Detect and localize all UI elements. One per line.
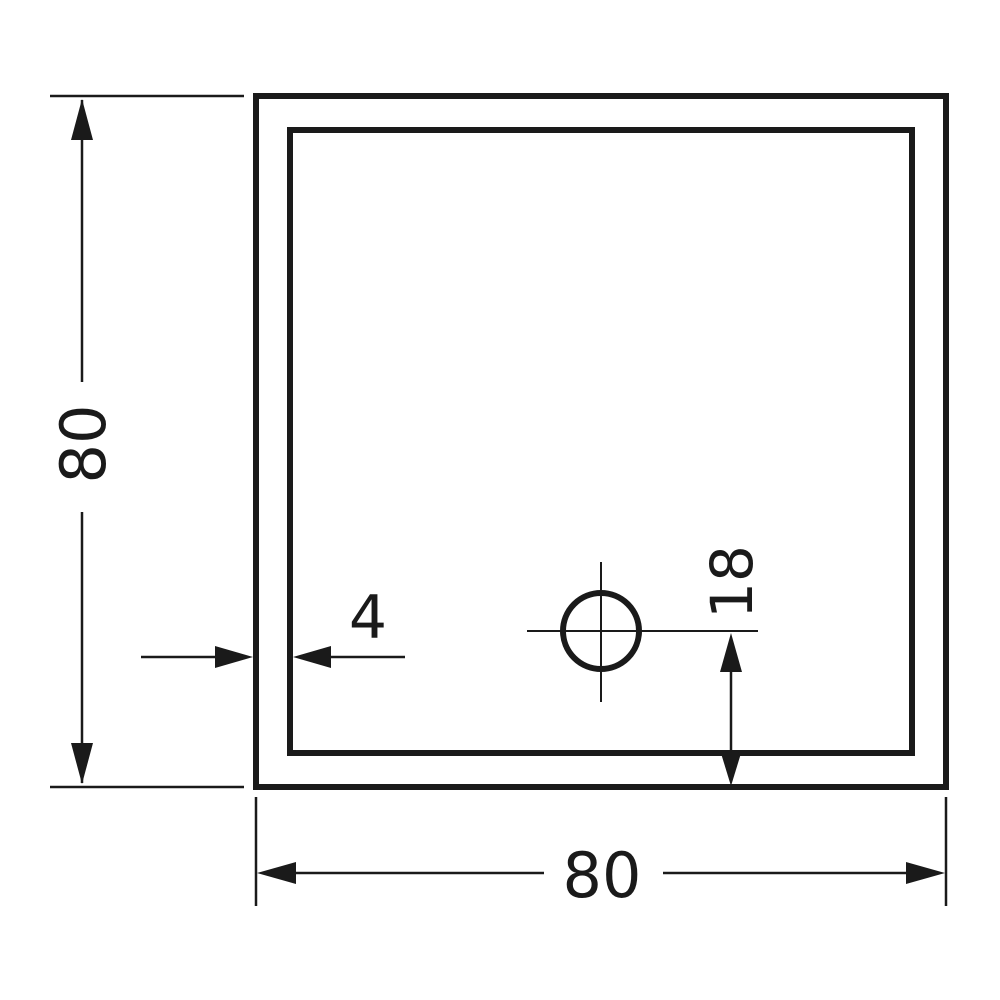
width-dimension: 80 (254, 797, 948, 912)
arrow-up-icon (720, 633, 742, 672)
arrow-down-icon (720, 750, 742, 786)
wall-thickness-label: 4 (349, 583, 387, 653)
arrow-right-icon (906, 862, 945, 884)
arrow-left-icon (257, 862, 296, 884)
arrow-down-icon (71, 743, 93, 784)
outer-profile (253, 93, 949, 790)
wall-thickness-dimension: 4 (141, 583, 405, 668)
hole-offset-label: 18 (698, 545, 766, 619)
height-label: 80 (47, 405, 120, 484)
hole-offset-dimension: 18 (698, 545, 766, 786)
inner-profile (287, 127, 915, 756)
arrow-right-icon (215, 646, 253, 668)
height-dimension: 80 (47, 94, 244, 789)
width-label: 80 (563, 839, 642, 912)
hole (527, 562, 758, 702)
arrow-left-icon (293, 646, 331, 668)
arrow-up-icon (71, 99, 93, 140)
